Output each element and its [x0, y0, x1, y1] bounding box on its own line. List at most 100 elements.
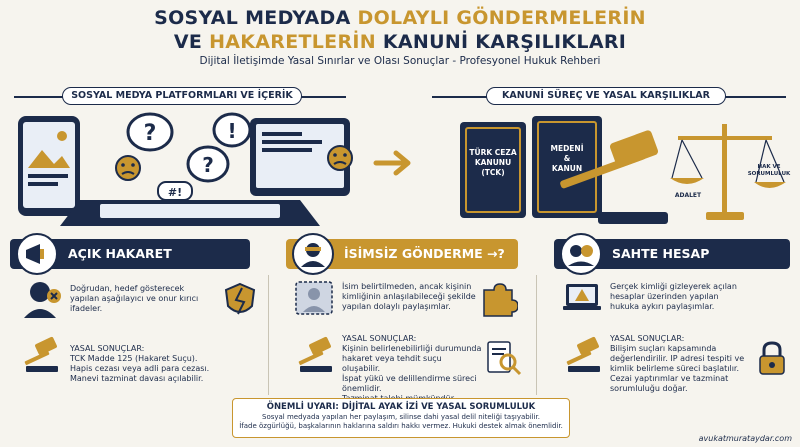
column-header-anonymous-post: İSİMSİZ GÖNDERME →? — [286, 233, 518, 275]
laptop-warning-icon — [563, 284, 601, 310]
megaphone-icon — [16, 233, 58, 275]
page-title: SOSYAL MEDYADA DOLAYLI GÖNDERMELERİN VE … — [0, 6, 800, 54]
legal-consequences: YASAL SONUÇLAR: Bilişim suçları kapsamın… — [610, 334, 750, 394]
laptop-icon — [60, 200, 320, 226]
book-label-civil: MEDENİ & KANUN — [538, 144, 596, 174]
text-line: yapılan aşağılayıcı ve onur kırıcı — [70, 294, 199, 303]
text-line: Gerçek kimliği gizleyerek açılan — [610, 282, 737, 291]
legal-graphics — [460, 116, 786, 224]
column-title-text: İSİMSİZ GÖNDERME — [344, 246, 483, 261]
scale-label-rights: HAK VE SORUMLULUK — [744, 164, 794, 178]
title-part: SOSYAL MEDYADA — [154, 7, 358, 29]
law-book-icon — [460, 122, 526, 218]
legal-consequences: YASAL SONUÇLAR: TCK Madde 125 (Hakaret S… — [70, 344, 250, 384]
text-line: değerlendirilir. IP adresi tespiti ve — [610, 354, 745, 363]
column-description: Doğrudan, hedef gösterecek yapılan aşağı… — [70, 284, 220, 314]
title-highlight: HAKARETLERİN — [209, 31, 376, 53]
book-label-line: & — [563, 154, 571, 163]
title-part: VE — [173, 31, 210, 53]
tablet-icon — [250, 118, 350, 196]
column-description: Gerçek kimliği gizleyerek açılan hesapla… — [610, 282, 790, 312]
law-book-icon — [532, 116, 602, 218]
legal-consequences: YASAL SONUÇLAR: Kişinin belirlenebilirli… — [342, 334, 482, 404]
column-description: İsim belirtilmeden, ancak kişinin kimliğ… — [342, 282, 512, 312]
legal-illustration: TÜRK CEZA KANUNU (TCK) MEDENİ & KANUN AD… — [438, 108, 790, 232]
padlock-icon — [759, 341, 785, 375]
text-line: İfade özgürlüğü, başkalarının haklarına … — [239, 422, 563, 430]
text-line: yapılan dolaylı paylaşımlar. — [342, 302, 451, 311]
section-label-legal: KANUNİ SÜREÇ VE YASAL KARŞILIKLAR — [486, 87, 726, 105]
column-title: İSİMSİZ GÖNDERME →? — [344, 246, 505, 261]
gavel-icon — [560, 130, 668, 224]
column-title: AÇIK HAKARET — [68, 246, 172, 261]
text-line: Hapis cezası veya adli para cezası. — [70, 364, 210, 373]
book-label-line: KANUNU — [474, 158, 512, 167]
book-label-line: MEDENİ — [550, 144, 584, 153]
column-separator — [536, 275, 537, 395]
puzzle-icon — [483, 283, 518, 317]
text-line: İspat yükü ve delillendirme süreci — [342, 374, 477, 383]
phone-icon — [18, 116, 80, 216]
text-line: önemlidir. — [342, 384, 382, 393]
broken-shield-icon — [224, 282, 256, 315]
column-title: SAHTE HESAP — [612, 246, 710, 261]
page-subtitle: Dijital İletişimde Yasal Sınırlar ve Ola… — [199, 55, 601, 67]
title-line-1: SOSYAL MEDYADA DOLAYLI GÖNDERMELERİN — [0, 6, 800, 30]
fake-profile-icon — [560, 233, 602, 275]
legal-title: YASAL SONUÇLAR: — [70, 344, 145, 353]
notice-title: ÖNEMLİ UYARI: DİJİTAL AYAK İZİ VE YASAL … — [266, 402, 536, 412]
title-highlight: DOLAYLI GÖNDERMELERİN — [357, 7, 646, 29]
text-line: İsim belirtilmeden, ancak kişinin — [342, 282, 472, 291]
anonymous-user-icon — [292, 233, 334, 275]
svg-text:?: ? — [144, 121, 157, 146]
text-line: hakaret veya tehdit suçu oluşabilir. — [342, 354, 442, 373]
text-line: TCK Madde 125 (Hakaret Suçu). — [70, 354, 198, 363]
scale-label-line: HAK VE — [757, 164, 781, 170]
angry-emoji-icon — [115, 155, 141, 181]
footer-website: avukatmurataydar.com — [698, 434, 792, 443]
book-label-tck: TÜRK CEZA KANUNU (TCK) — [466, 148, 520, 178]
document-magnifier-icon — [487, 341, 522, 376]
text-line: kimliğinin anlaşılabileceği şekilde — [342, 292, 476, 301]
text-line: sorumluluğu doğar. — [610, 384, 688, 393]
important-notice: ÖNEMLİ UYARI: DİJİTAL AYAK İZİ VE YASAL … — [232, 398, 570, 438]
text-line: Manevi tazminat davası açılabilir. — [70, 374, 204, 383]
svg-text:!: ! — [227, 119, 236, 143]
legal-title: YASAL SONUÇLAR: — [342, 334, 417, 343]
book-label-line: TÜRK CEZA — [469, 148, 517, 157]
arrow-right-icon — [373, 150, 411, 176]
text-line: hesaplar üzerinden yapılan — [610, 292, 719, 301]
title-line-2: VE HAKARETLERİN KANUNİ KARŞILIKLARI — [0, 30, 800, 54]
column-title-suffix: →? — [487, 246, 505, 261]
column-separator — [268, 275, 269, 395]
text-line: Sosyal medyada yapılan her paylaşım, sil… — [262, 413, 540, 421]
book-label-line: (TCK) — [481, 168, 505, 177]
legal-title: YASAL SONUÇLAR: — [610, 334, 685, 343]
column-header-open-insult: AÇIK HAKARET — [10, 233, 250, 275]
text-line: Kişinin belirlenebilirliği durumunda — [342, 344, 482, 353]
book-label-line: KANUN — [551, 164, 583, 173]
section-label-social: SOSYAL MEDYA PLATFORMLARI VE İÇERİK — [62, 87, 302, 105]
muted-person-icon — [24, 282, 61, 318]
exclamation-bubble-icon: ! — [212, 112, 252, 148]
question-bubble-icon: ? — [186, 145, 230, 183]
scale-label-justice: ADALET — [674, 192, 702, 199]
svg-text:?: ? — [202, 153, 214, 177]
svg-text:#!: #! — [168, 186, 182, 199]
gavel-icon — [24, 336, 58, 372]
angry-emoji-icon — [327, 145, 353, 171]
text-line: hukuka aykırı paylaşımlar. — [610, 302, 715, 311]
title-part: KANUNİ KARŞILIKLARI — [375, 31, 627, 53]
blurred-profile-icon — [295, 281, 333, 315]
social-media-illustration: ? ! ? #! — [18, 112, 353, 226]
scale-label-line: SORUMLULUK — [747, 171, 791, 177]
column-header-fake-account: SAHTE HESAP — [554, 233, 790, 275]
text-line: Cezai yaptırımlar ve tazminat — [610, 374, 729, 383]
text-line: Bilişim suçları kapsamında — [610, 344, 717, 353]
text-line: ifadeler. — [70, 304, 103, 313]
text-line: kimlik belirleme süreci başlatılır. — [610, 364, 740, 373]
scales-icon — [670, 124, 786, 220]
symbol-bubble-icon: #! — [157, 181, 193, 201]
gavel-icon — [566, 336, 600, 372]
gavel-icon — [298, 336, 332, 372]
